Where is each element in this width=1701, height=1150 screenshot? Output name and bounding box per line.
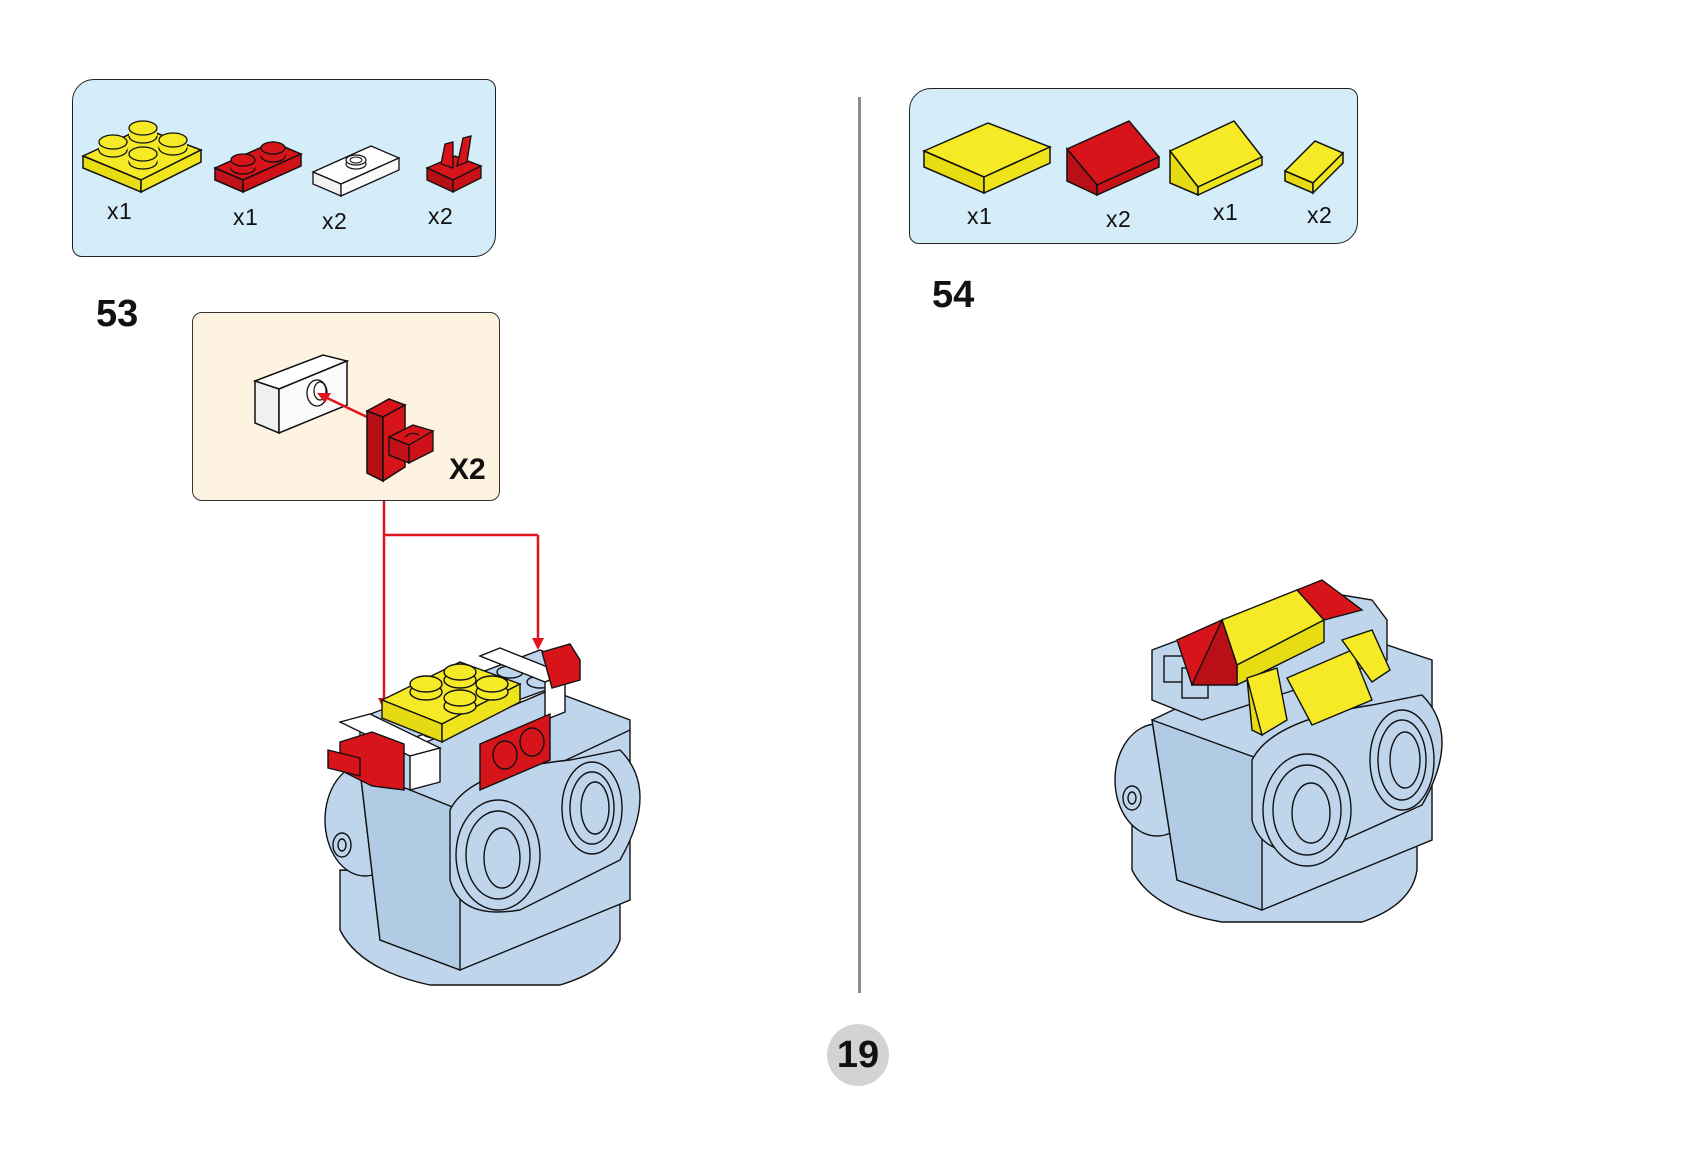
- step-number: 54: [932, 274, 975, 316]
- part-qty: x2: [428, 203, 454, 229]
- part-qty: x2: [322, 208, 348, 234]
- part-qty: x2: [1307, 202, 1333, 228]
- insert-arrow: [317, 393, 368, 419]
- white-jumper-plate-icon: [311, 145, 401, 198]
- red-1x2-plate-icon: [213, 141, 303, 194]
- part-qty: x2: [1106, 206, 1132, 232]
- part-qty: x1: [967, 203, 993, 229]
- red-slope-icon: [1065, 120, 1161, 197]
- step-54-parts-box: x1 x2 x1 x2: [909, 88, 1358, 244]
- model-step-53: [324, 643, 641, 986]
- part-qty: x1: [233, 204, 259, 230]
- red-clip-icon: [425, 135, 483, 194]
- part-qty: x1: [107, 198, 133, 224]
- step-53-parts-box: x1 x1 x2 x2: [72, 79, 496, 257]
- step-number: 53: [96, 293, 139, 335]
- yellow-2x2-plate-icon: [81, 120, 203, 194]
- page-divider: [858, 97, 861, 993]
- callout-qty: X2: [449, 453, 486, 486]
- sub-assembly-callout: X2: [192, 312, 500, 501]
- yellow-small-slope-icon: [1283, 140, 1345, 195]
- page-number-text: 19: [836, 1033, 880, 1076]
- part-qty: x1: [1213, 199, 1239, 225]
- white-jumper-plate-icon: [252, 354, 350, 435]
- model-step-54: [1114, 579, 1443, 923]
- yellow-slope-icon: [1168, 120, 1264, 197]
- yellow-tile-icon: [922, 122, 1052, 195]
- red-clip-icon: [365, 398, 435, 483]
- page-number: 19: [827, 1024, 889, 1086]
